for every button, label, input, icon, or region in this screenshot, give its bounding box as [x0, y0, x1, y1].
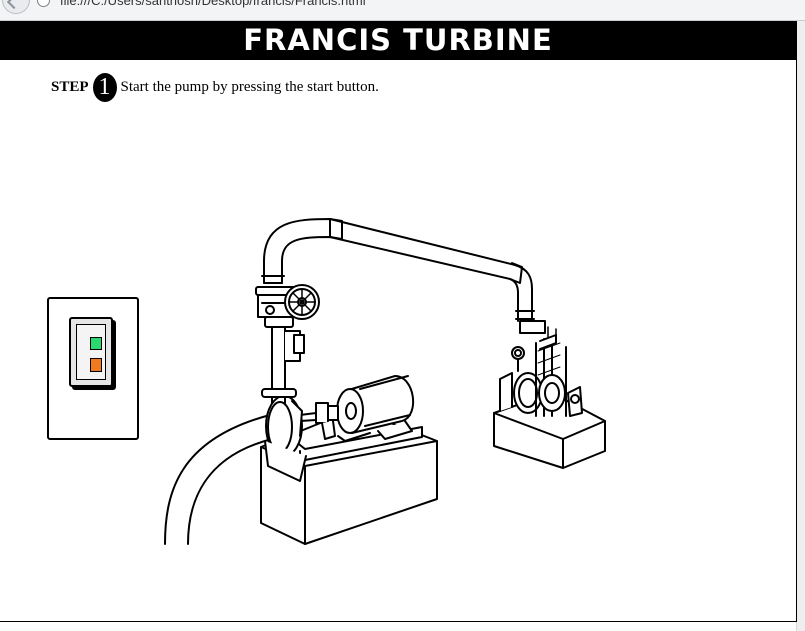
page-title: FRANCIS TURBINE [0, 21, 796, 60]
back-button[interactable] [2, 0, 30, 14]
turbine-unit [500, 321, 582, 416]
start-button[interactable] [90, 337, 102, 350]
pump-volute [265, 396, 306, 481]
control-panel [47, 297, 139, 440]
step-label: STEP [51, 79, 89, 96]
switch-box [69, 317, 113, 387]
delivery-pipe-vertical [262, 317, 304, 403]
valve-handwheel [285, 285, 319, 319]
back-arrow-icon [7, 0, 21, 9]
stop-button[interactable] [90, 358, 102, 372]
simulation-frame: FRANCIS TURBINE STEP 1 Start the pump by… [0, 21, 797, 622]
vertical-scrollbar[interactable] [796, 21, 805, 631]
browser-address-bar: file:///C:/Users/santhosh/Desktop/franci… [0, 0, 805, 21]
step-instruction-text: Start the pump by pressing the start but… [121, 79, 379, 96]
suction-hose [165, 415, 272, 544]
address-url[interactable]: file:///C:/Users/santhosh/Desktop/franci… [60, 0, 366, 8]
step-instruction: STEP 1 Start the pump by pressing the st… [51, 71, 379, 103]
turbine-apparatus-drawing [150, 186, 620, 556]
step-number-badge: 1 [93, 73, 117, 102]
info-icon[interactable] [37, 0, 50, 7]
